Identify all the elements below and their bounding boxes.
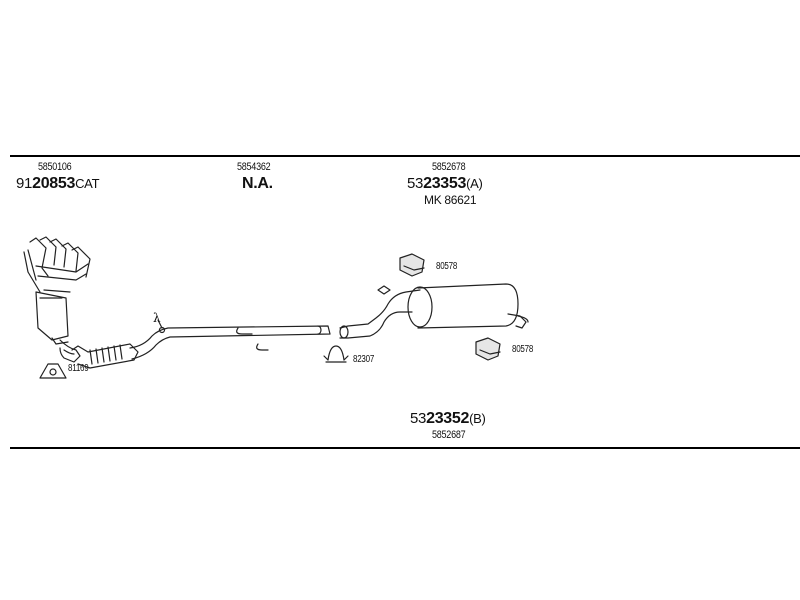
hanger-top-drawing [399,253,425,277]
top-divider-line [10,155,800,157]
bottom-reference-number: 5852687 [432,429,466,441]
catalyst-part-prefix: 91 [16,175,33,192]
bottom-part-prefix: 53 [410,410,427,427]
top-hanger-part-number: 80578 [436,261,458,272]
middle-pipe-na: N.A. [242,175,273,192]
gasket-part-number: 81169 [68,363,89,374]
bottom-hanger-part-number: 80578 [512,344,534,355]
catalyst-reference-number: 5850106 [38,161,72,173]
clamp-drawing [323,345,349,363]
bottom-part-number: 5323352(B) [410,411,486,427]
gasket-drawing [39,363,67,379]
clamp-part-number: 82307 [353,354,375,365]
rear-silencer-drawing [339,283,529,339]
bottom-part-bold: 23352 [426,410,470,427]
front-pipe-drawing [71,319,331,369]
mounting-kit-number: MK 86621 [424,193,477,207]
rear-silencer-part-bold: 23353 [423,175,467,192]
catalyst-part-number: 9120853CAT [16,175,100,192]
catalyst-part-bold: 20853 [32,175,76,192]
rear-silencer-part-suffix: (A) [466,176,483,191]
rear-silencer-part-prefix: 53 [407,175,424,192]
hanger-bottom-drawing [475,337,501,361]
middle-pipe-reference-number: 5854362 [237,161,271,173]
middle-pipe-part-number: N.A. [242,176,273,192]
bottom-part-suffix: (B) [469,411,486,426]
rear-silencer-part-number: 5323353(A) [407,176,483,192]
catalyst-part-suffix: CAT [75,176,100,191]
catalytic-converter-drawing [23,236,91,363]
rear-silencer-reference-number: 5852678 [432,161,466,173]
lambda-sensor-symbol: λ [153,311,161,325]
bottom-divider-line [10,447,800,449]
